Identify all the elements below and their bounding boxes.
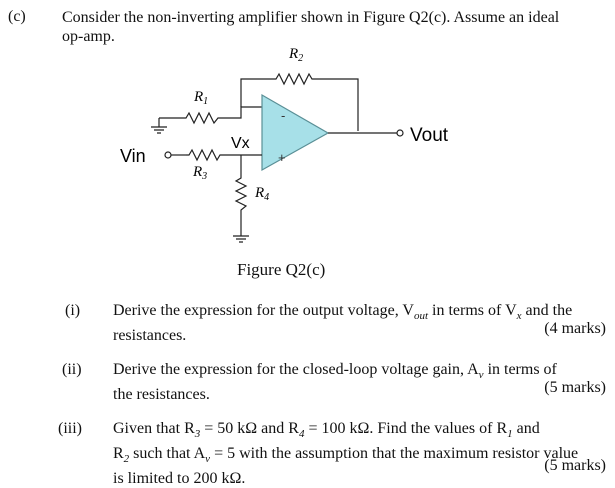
opamp-minus-sign: - [281,108,285,123]
opamp-triangle [261,93,330,172]
part-i-number: (i) [65,302,81,319]
question-intro: Consider the non-inverting amplifier sho… [62,8,610,46]
r1-wire-right [225,106,262,119]
part-ii-marks: (5 marks) [544,379,606,396]
part-i-line-1: Derive the expression for the output vol… [113,302,573,323]
part-i-marks: (4 marks) [544,320,606,337]
vin-terminal [164,151,172,159]
r3-resistor [186,148,226,162]
part-ii-line-2: the resistances. [113,386,210,404]
part-ii-line-1: Derive the expression for the closed-loo… [113,361,557,382]
r4-resistor [234,174,248,220]
part-iii-line-2: R2 such that Av = 5 with the assumption … [113,445,579,466]
r2-label: R2 [288,46,303,64]
part-iii-marks: (5 marks) [544,457,606,474]
opamp-plus-sign: + [278,150,286,165]
r1-resistor [183,111,225,125]
part-i-line-2: resistances. [113,327,187,345]
part-iii-number: (iii) [58,420,82,437]
intro-line-1: Consider the non-inverting amplifier sho… [62,9,560,26]
r3-label: R3 [192,164,207,182]
ground-bottom [233,235,249,243]
figure-caption: Figure Q2(c) [237,260,326,279]
feedback-wire [240,78,272,107]
feedback-wire-right [318,78,359,131]
ground-left [151,126,167,134]
r1-label: R1 [193,89,208,107]
part-iii-line-1: Given that R3 = 50 kΩ and R4 = 100 kΩ. F… [113,420,540,441]
part-ii-number: (ii) [62,361,82,378]
r2-resistor [272,72,318,86]
vin-label: Vin [120,146,146,166]
part-iii-body: Given that R3 = 50 kΩ and R4 = 100 kΩ. F… [113,419,607,488]
vx-label: Vx [231,135,250,152]
vout-label: Vout [410,125,449,146]
r4-label: R4 [254,185,269,203]
circuit-diagram: R2 R1 Vx Vin R3 R4 Vout - + [120,46,449,243]
output-terminal [396,129,404,137]
part-i-body: Derive the expression for the output vol… [113,301,607,345]
intro-line-2: op-amp. [62,28,115,45]
part-ii-body: Derive the expression for the closed-loo… [113,360,607,404]
question-label: (c) [8,8,26,25]
